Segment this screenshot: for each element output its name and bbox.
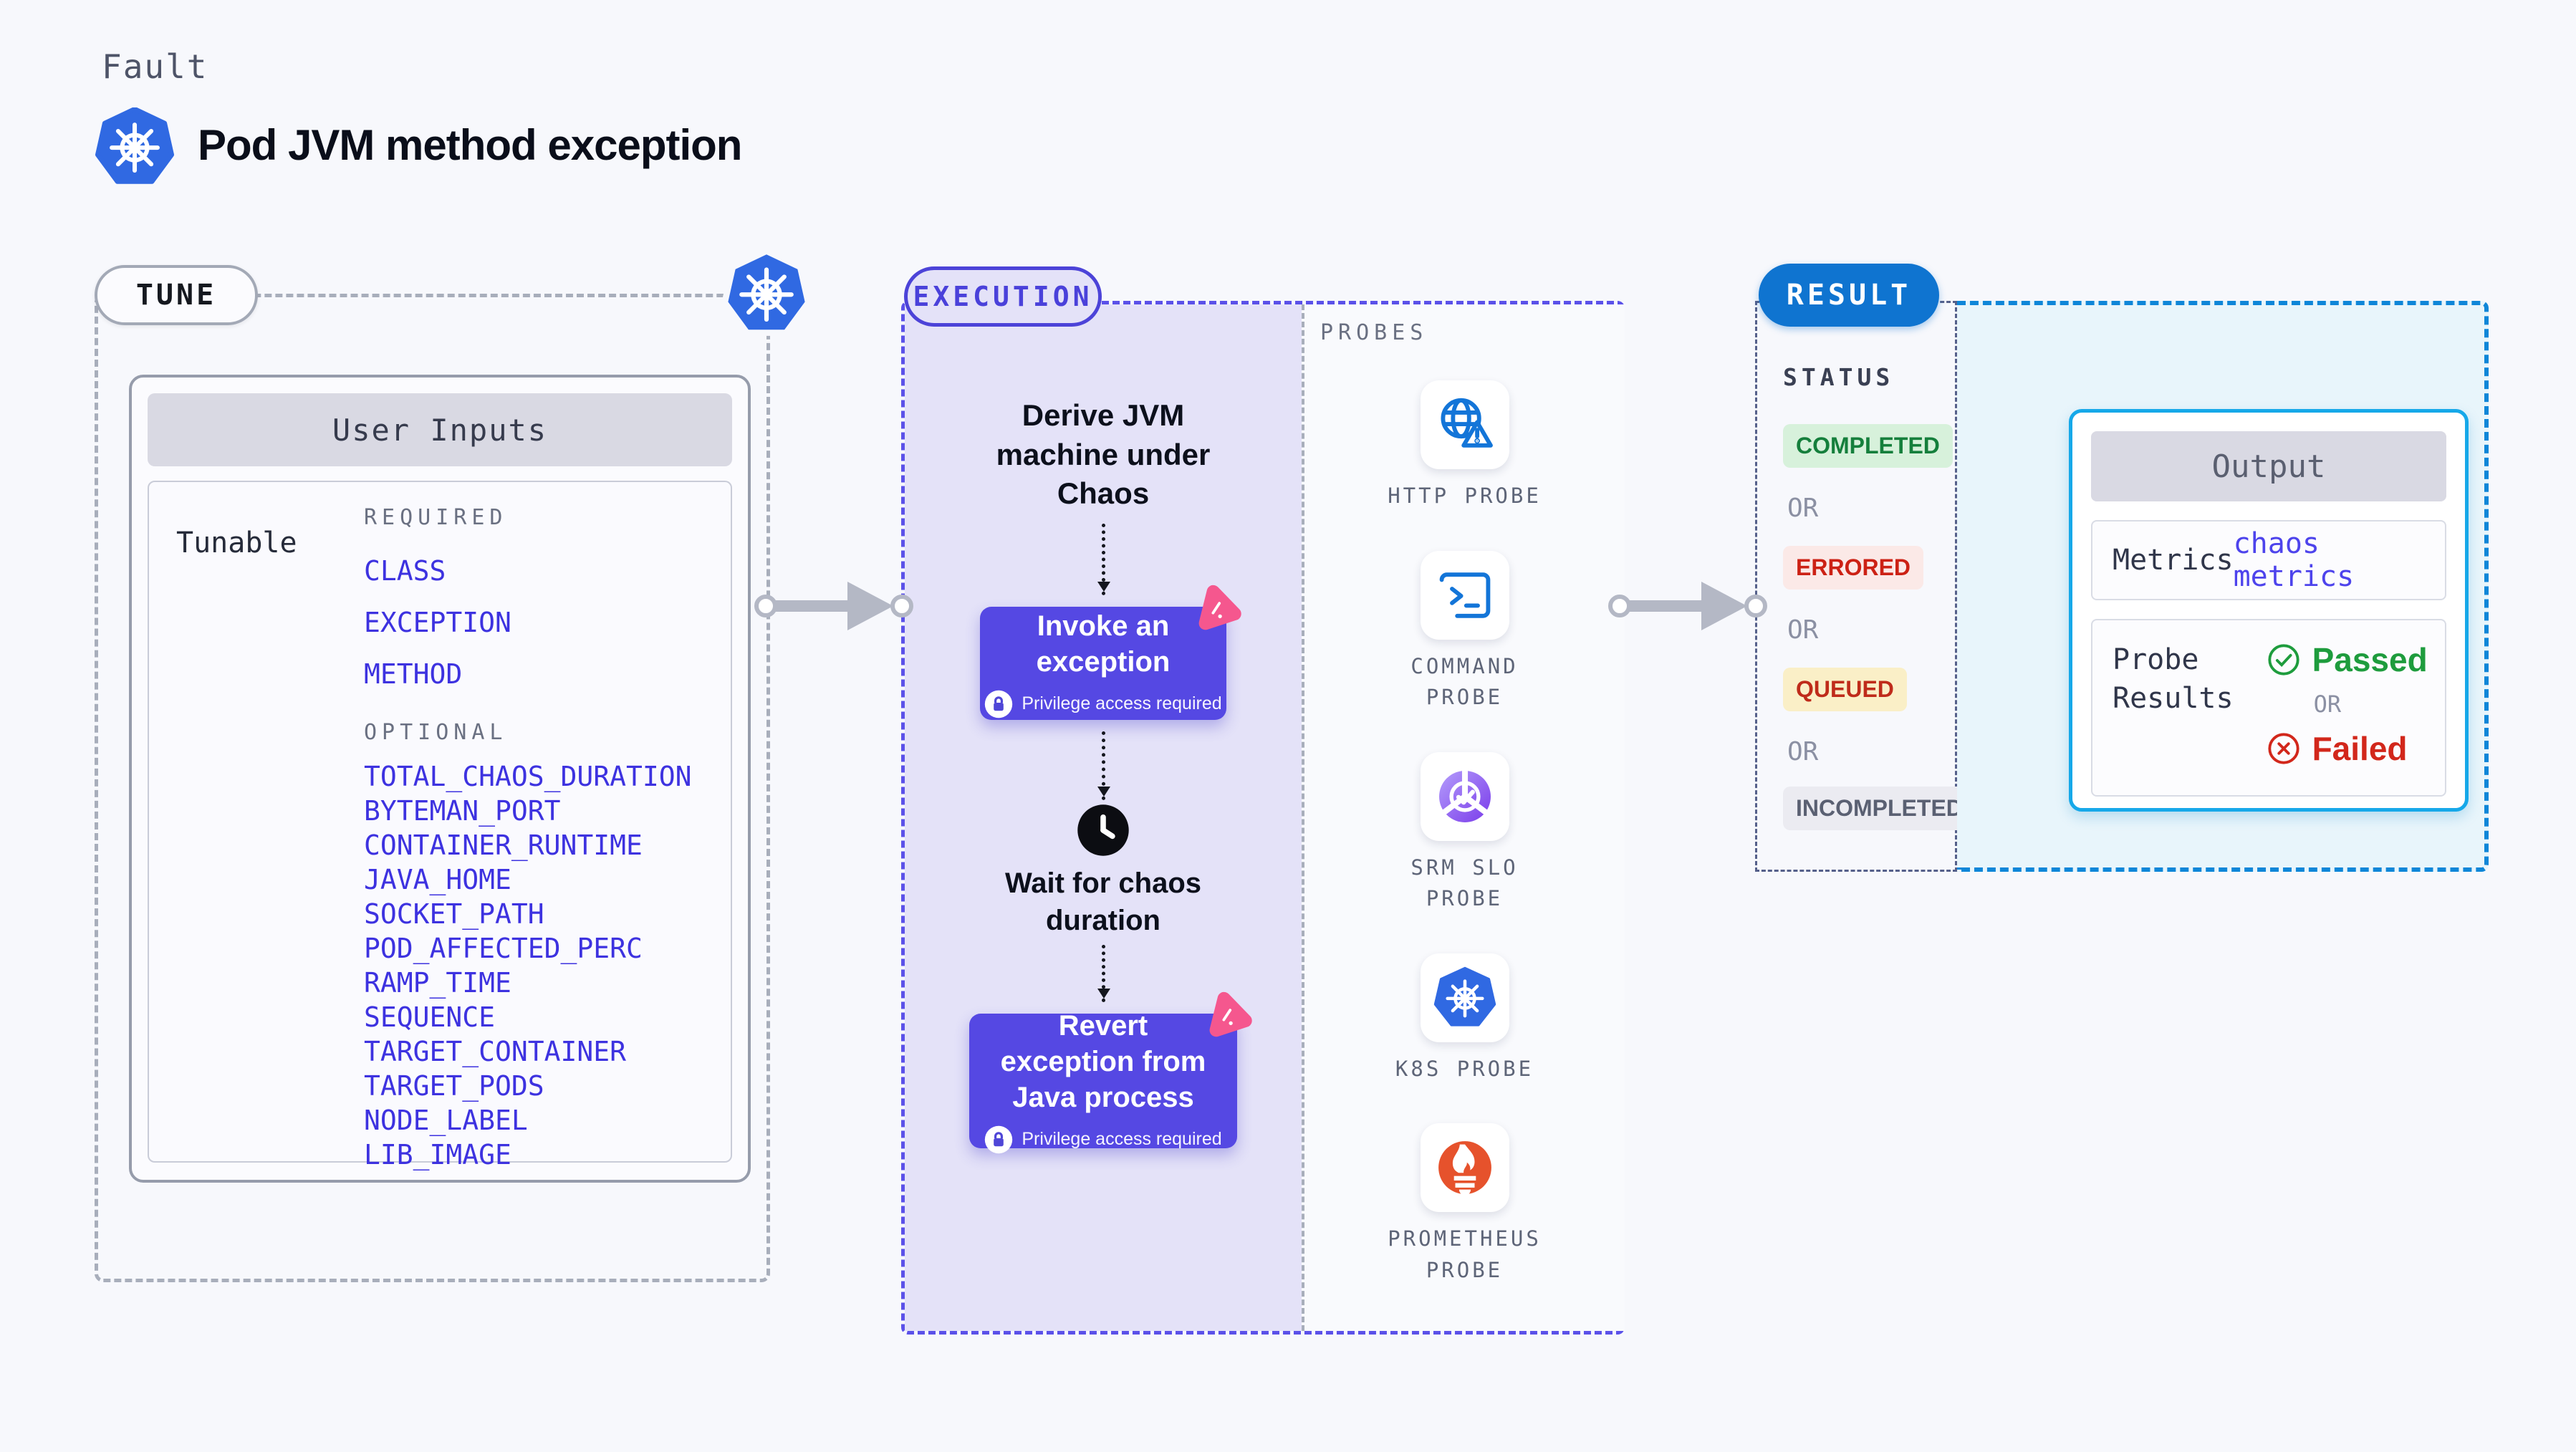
probe-results-row: Probe Results Passed OR xyxy=(2091,619,2446,797)
tunable-link[interactable]: TARGET_CONTAINER xyxy=(364,1036,627,1067)
probe-label: K8S PROBE xyxy=(1395,1056,1534,1081)
or-separator: OR xyxy=(1787,494,1819,523)
wait-step-label: Wait for chaos duration xyxy=(1004,867,1202,936)
http-probe-icon xyxy=(1420,380,1509,469)
probe-command: COMMAND PROBE xyxy=(1404,550,1526,713)
tunable-link[interactable]: CLASS xyxy=(364,555,446,587)
execution-badge: EXECUTION xyxy=(904,266,1102,327)
probes-panel-label: PROBES xyxy=(1320,320,1428,345)
chaos-flask-icon xyxy=(1191,582,1245,637)
status-badge-incompleted: INCOMPLETED xyxy=(1783,787,1976,830)
output-card-header: Output xyxy=(2091,431,2446,501)
passed-label: Passed xyxy=(2312,641,2428,678)
kubernetes-icon xyxy=(95,106,174,186)
prometheus-probe-icon xyxy=(1420,1123,1509,1212)
tunable-link[interactable]: TARGET_PODS xyxy=(364,1070,544,1102)
probe-k8s: K8S PROBE xyxy=(1372,953,1558,1085)
fault-eyebrow-label: Fault xyxy=(102,47,208,86)
status-badge-queued: QUEUED xyxy=(1783,668,1907,711)
result-status-box: STATUS COMPLETED OR ERRORED OR QUEUED OR… xyxy=(1755,301,1976,872)
or-separator: OR xyxy=(1787,615,1819,645)
execution-section-box: Derive JVM machine under Chaos Invoke an… xyxy=(901,301,1625,1335)
revert-exception-label: Revert exception from Java process xyxy=(1000,1009,1206,1113)
revert-exception-step: Revert exception from Java process Privi… xyxy=(969,991,1252,1153)
tunable-link[interactable]: SEQUENCE xyxy=(364,1001,496,1033)
tunable-link[interactable]: CONTAINER_RUNTIME xyxy=(364,830,643,861)
lock-icon xyxy=(984,690,1013,718)
probe-srm-slo: SRM SLO PROBE xyxy=(1397,751,1533,915)
tunable-link[interactable]: SOCKET_PATH xyxy=(364,898,544,930)
probe-label: COMMAND PROBE xyxy=(1410,653,1519,710)
failed-indicator: Failed xyxy=(2267,729,2428,768)
tunable-link[interactable]: EXCEPTION xyxy=(364,607,511,638)
chaos-metrics-link[interactable]: chaos metrics xyxy=(2233,527,2355,593)
tune-badge: TUNE xyxy=(95,265,258,325)
tunables-list: Tunable REQUIRED CLASS EXCEPTION METHOD … xyxy=(148,481,732,1170)
lock-icon xyxy=(984,1125,1013,1154)
tunable-link[interactable]: BYTEMAN_PORT xyxy=(364,795,561,827)
tune-section-box xyxy=(95,294,770,1282)
tunable-row-label: Tunable xyxy=(176,527,297,559)
result-badge: RESULT xyxy=(1759,264,1939,327)
tunable-link[interactable]: LIB_IMAGE xyxy=(364,1139,511,1170)
user-inputs-card: User Inputs Tunable REQUIRED CLASS EXCEP… xyxy=(129,375,751,1183)
status-badge-completed: COMPLETED xyxy=(1783,424,1953,468)
page-title: Pod JVM method exception xyxy=(198,121,742,169)
chaos-flask-icon xyxy=(1201,989,1256,1044)
privilege-note: Privilege access required xyxy=(1022,693,1222,714)
tunable-link[interactable]: RAMP_TIME xyxy=(364,967,511,999)
metrics-label: Metrics xyxy=(2113,544,2234,577)
probe-label: PROMETHEUS PROBE xyxy=(1388,1226,1542,1282)
user-inputs-header: User Inputs xyxy=(148,393,732,466)
probe-http: HTTP PROBE xyxy=(1372,380,1558,512)
down-arrow-icon xyxy=(1097,944,1110,1002)
probe-results-label: Probe Results xyxy=(2113,643,2234,715)
invoke-exception-step: Invoke an exception Privilege access req… xyxy=(980,585,1241,720)
clock-icon xyxy=(1076,803,1130,857)
tunable-link[interactable]: NODE_LABEL xyxy=(364,1105,528,1136)
probe-label: HTTP PROBE xyxy=(1388,484,1542,508)
derive-step-label: Derive JVM machine under Chaos xyxy=(996,398,1211,511)
invoke-exception-label: Invoke an exception xyxy=(1036,610,1171,678)
tunable-link[interactable]: TOTAL_CHAOS_DURATION xyxy=(364,761,692,792)
result-output-panel: Output Metrics chaos metrics Probe Resul… xyxy=(1957,301,2489,872)
metrics-row: Metrics chaos metrics xyxy=(2091,520,2446,600)
kubernetes-icon xyxy=(721,248,812,338)
or-separator: OR xyxy=(1787,737,1819,766)
down-arrow-icon xyxy=(1097,731,1110,800)
srm-slo-probe-icon xyxy=(1420,751,1509,841)
check-circle-icon xyxy=(2267,644,2299,675)
optional-group-label: OPTIONAL xyxy=(364,720,508,745)
probes-panel: PROBES HTTP PROBE xyxy=(1302,304,1625,1331)
k8s-probe-icon xyxy=(1420,953,1509,1042)
tunable-link[interactable]: METHOD xyxy=(364,658,463,690)
required-group-label: REQUIRED xyxy=(364,505,508,530)
command-probe-icon xyxy=(1420,550,1509,640)
privilege-note: Privilege access required xyxy=(1022,1129,1222,1150)
probe-prometheus: PROMETHEUS PROBE xyxy=(1383,1123,1547,1286)
passed-indicator: Passed xyxy=(2267,640,2428,679)
status-heading: STATUS xyxy=(1783,363,1895,391)
output-card: Output Metrics chaos metrics Probe Resul… xyxy=(2069,409,2469,812)
failed-label: Failed xyxy=(2312,730,2408,767)
x-circle-icon xyxy=(2267,733,2299,764)
probe-label: SRM SLO PROBE xyxy=(1410,855,1519,911)
or-separator: OR xyxy=(2313,691,2342,718)
tunable-link[interactable]: POD_AFFECTED_PERC xyxy=(364,933,643,964)
execution-flow-panel: Derive JVM machine under Chaos Invoke an… xyxy=(905,304,1302,1331)
execution-to-result-arrow-icon xyxy=(1608,580,1767,632)
status-badge-errored: ERRORED xyxy=(1783,546,1924,590)
down-arrow-icon xyxy=(1097,523,1110,595)
tunable-link[interactable]: JAVA_HOME xyxy=(364,864,511,895)
tune-to-execution-arrow-icon xyxy=(754,580,913,632)
